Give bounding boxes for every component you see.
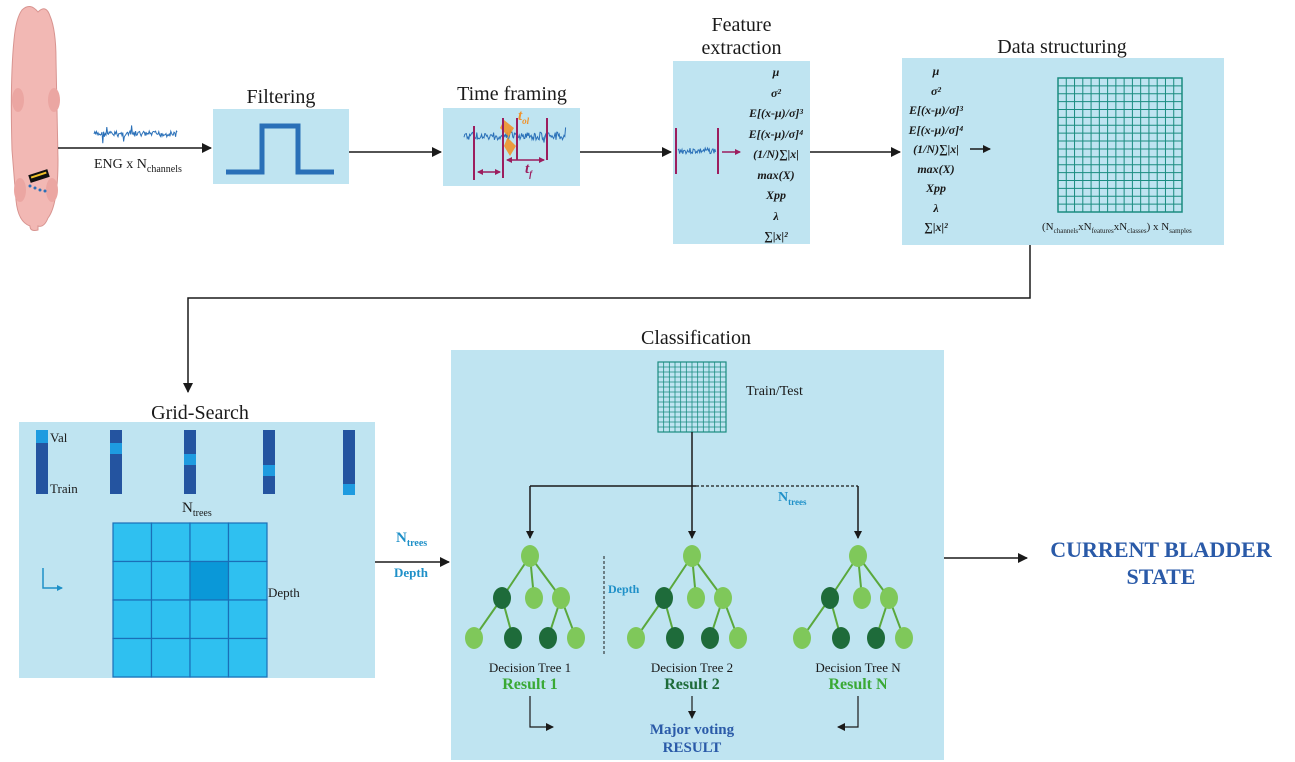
data-matrix xyxy=(1057,77,1183,213)
feature-formula: E[(x-μ)/σ]³ xyxy=(908,103,964,117)
eng-label: ENG x Nchannels xyxy=(94,157,182,175)
feature-extraction-title: Feature extraction xyxy=(701,14,782,59)
tree-connectors xyxy=(526,432,862,654)
result-arrows xyxy=(529,696,859,731)
feature-formula: λ xyxy=(773,208,779,223)
tree-2-label: Decision Tree 2 xyxy=(650,660,734,675)
feature-formula: σ² xyxy=(930,83,942,98)
train-test-label: Train/Test xyxy=(746,384,803,399)
feature-window-signal xyxy=(675,128,741,174)
tree-1-label: Decision Tree 1 xyxy=(488,660,572,675)
cross-validation-folds xyxy=(36,430,355,495)
t-overlap-label: tol xyxy=(518,108,530,126)
feature-formula: max(X) xyxy=(917,161,955,176)
output-state: CURRENT BLADDER STATE xyxy=(1050,537,1272,589)
hyperparameter-grid xyxy=(112,522,268,678)
feature-formula: μ xyxy=(772,65,780,79)
matrix-dimensions: (NchannelsxNfeaturesxNclasses) x Nsample… xyxy=(1042,221,1192,236)
grid-depth-label: Depth xyxy=(268,585,300,600)
train-label: Train xyxy=(50,481,78,496)
feature-formula: (1/N)∑|x| xyxy=(753,147,799,161)
tree-n-result: Result N xyxy=(828,676,888,693)
voting-result-label: RESULT xyxy=(662,740,722,756)
tree-n-label: Decision Tree N xyxy=(815,660,901,675)
feature-formula: μ xyxy=(932,64,940,78)
feature-formula: max(X) xyxy=(757,167,795,182)
link-ntrees-label: Ntrees xyxy=(396,530,428,549)
grid-search-title: Grid-Search xyxy=(151,402,249,424)
feature-formula: ∑|x|² xyxy=(924,220,948,234)
feature-formula: E[(x-μ)/σ]⁴ xyxy=(908,122,964,137)
feature-formula: ∑|x|² xyxy=(764,229,788,243)
time-framing-signal xyxy=(463,118,567,180)
t-frame-label: tf xyxy=(525,161,533,179)
arrow-to-grid-search xyxy=(183,245,1031,393)
feature-formula: E[(x-μ)/σ]³ xyxy=(748,106,804,120)
feature-formula: Xpp xyxy=(925,181,946,195)
feature-formula: σ² xyxy=(770,85,782,100)
decision-tree-icon xyxy=(627,545,747,649)
feature-formula: (1/N)∑|x| xyxy=(913,142,959,156)
data-structuring-title: Data structuring xyxy=(997,36,1127,58)
val-label: Val xyxy=(50,430,68,445)
class-ntrees-label: Ntrees xyxy=(778,490,807,507)
data-structuring-panel xyxy=(902,58,1224,245)
link-depth-label: Depth xyxy=(394,565,428,580)
feature-formula: Xpp xyxy=(765,188,786,202)
decision-tree-icon xyxy=(465,545,585,649)
eng-raw-signal xyxy=(93,125,178,144)
feature-formula: λ xyxy=(933,200,939,215)
pig-icon xyxy=(10,6,60,231)
tree-1-result: Result 1 xyxy=(502,676,558,693)
decision-tree-icon xyxy=(793,545,913,649)
tree-2-result: Result 2 xyxy=(664,676,720,693)
class-depth-label: Depth xyxy=(608,582,640,596)
time-framing-title: Time framing xyxy=(457,83,567,105)
implanted-electrode-icon xyxy=(28,169,50,193)
classification-title: Classification xyxy=(641,327,751,349)
axes-icon xyxy=(42,568,63,591)
filtering-title: Filtering xyxy=(246,86,316,108)
train-test-matrix xyxy=(657,361,727,433)
feature-formula: E[(x-μ)/σ]⁴ xyxy=(748,126,804,141)
grid-ntrees-label: Ntrees xyxy=(182,500,212,519)
bandpass-filter-icon xyxy=(226,123,334,175)
major-voting-label: Major voting xyxy=(649,722,735,738)
